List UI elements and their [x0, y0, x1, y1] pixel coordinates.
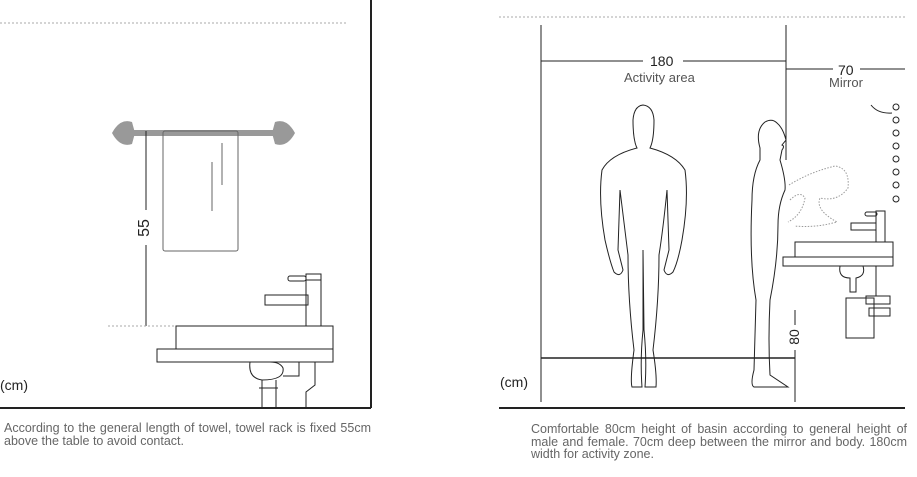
- mirror-lights-icon: [870, 103, 900, 203]
- activity-area-label: Activity area: [624, 70, 695, 85]
- mirror-label: Mirror: [829, 75, 863, 90]
- activity-width-label: 180: [650, 53, 674, 69]
- right-unit-label: (cm): [500, 374, 528, 390]
- basin-icon: [156, 273, 334, 408]
- left-caption: According to the general length of towel…: [4, 421, 371, 448]
- left-unit-label: (cm): [0, 377, 28, 393]
- side-person-icon: [750, 119, 790, 388]
- basin-height-label: 80: [785, 329, 802, 345]
- towel-icon: [162, 130, 239, 252]
- left-panel: [0, 0, 372, 409]
- right-panel: [499, 16, 905, 409]
- front-person-icon: [600, 104, 687, 388]
- mirror-depth-label: 70: [838, 62, 854, 78]
- wall-basin-icon: [782, 210, 894, 339]
- towel-height-label: 55: [135, 219, 153, 237]
- right-caption: Comfortable 80cm height of basin accordi…: [531, 422, 907, 461]
- bending-person-icon: [787, 165, 849, 227]
- towel-rack-icon: [112, 121, 295, 145]
